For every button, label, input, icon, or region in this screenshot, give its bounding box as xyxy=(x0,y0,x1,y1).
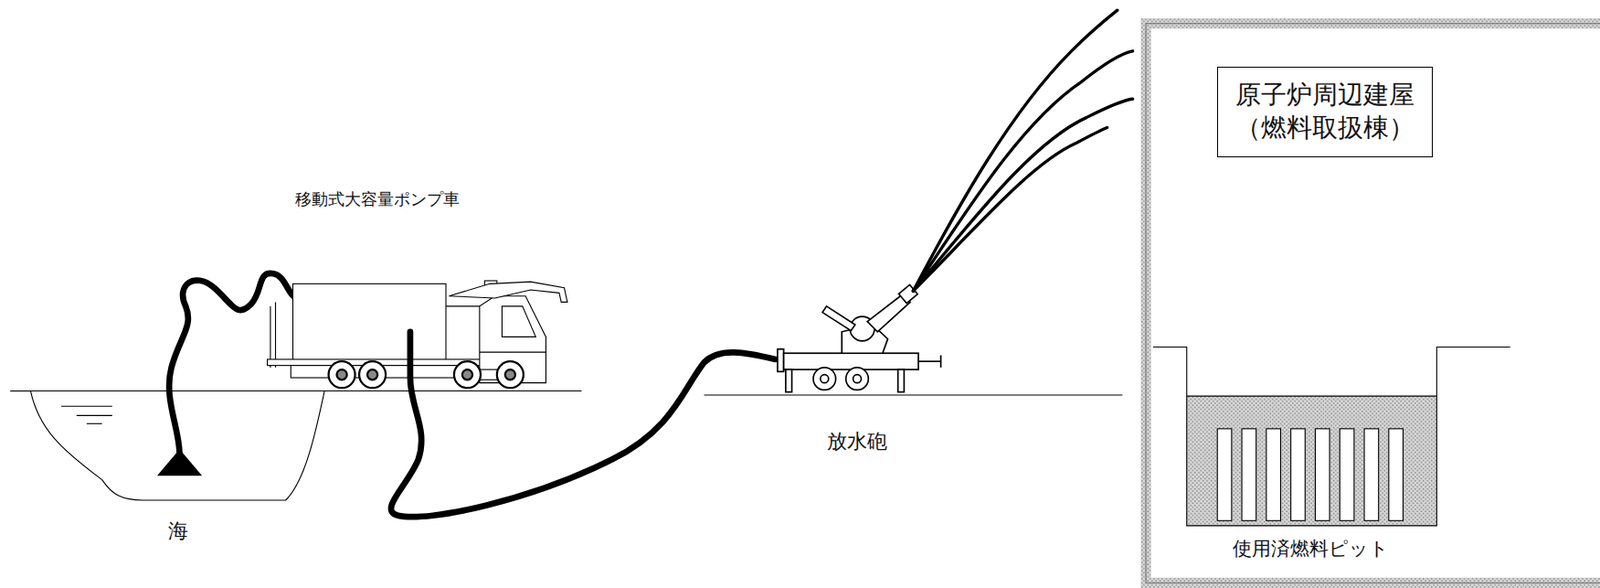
label-box: 原子炉周辺建屋 （燃料取扱棟） xyxy=(1217,66,1433,158)
water-cannon xyxy=(777,284,942,392)
water-jet xyxy=(912,10,1133,291)
discharge-hose xyxy=(391,331,776,517)
part-label: 放水砲 xyxy=(825,429,890,453)
part-label: 海 xyxy=(166,519,191,542)
truck-wheels xyxy=(328,360,524,388)
part-label: 移動式大容量ポンプ車 xyxy=(293,190,462,210)
part-label: 使用済燃料ピット xyxy=(1230,537,1391,560)
spent-fuel-pit xyxy=(1153,347,1511,526)
building-wall xyxy=(1140,18,1600,588)
pump xyxy=(157,448,202,476)
box-title: 原子炉周辺建屋 （燃料取扱棟） xyxy=(1229,78,1421,146)
